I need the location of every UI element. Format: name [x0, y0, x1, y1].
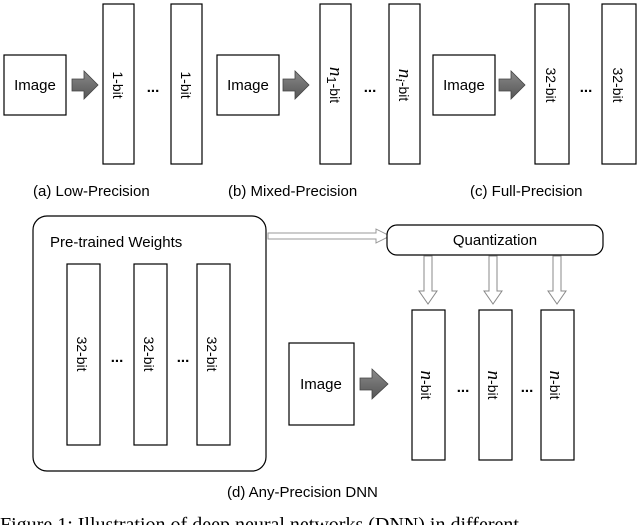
quantization-box [386, 224, 604, 256]
panel-a-caption: (a) Low-Precision [33, 183, 150, 200]
figure-caption: Figure 1: Illustration of deep neural ne… [0, 514, 519, 525]
quant-layer-2-label: n-bit [483, 371, 504, 400]
weight-layer-2-label: 32-bit [141, 336, 157, 371]
weight-ellipsis-2: ... [177, 349, 190, 366]
panel-a-low-precision: Image 1-bit ... 1-bit (a) Low-Precision [3, 3, 203, 200]
quant-layer-2 [478, 309, 513, 461]
panel-c-image-box [432, 54, 496, 116]
quant-layer-1-label: n-bit [416, 371, 437, 400]
quant-down-arrow-2-icon [483, 255, 503, 305]
panel-b-layer-last-label: ni-bit [393, 69, 415, 102]
panel-a-layer-first [102, 3, 135, 165]
panel-c-layer-last-label: 32-bit [610, 67, 626, 102]
panel-a-ellipsis: ... [147, 79, 160, 96]
panel-c-caption: (c) Full-Precision [470, 183, 583, 200]
quant-down-arrow-3-icon [547, 255, 567, 305]
panel-d-caption: (d) Any-Precision DNN [227, 484, 378, 501]
panel-a-layer-last [170, 3, 203, 165]
quant-layer-3-label: n-bit [545, 371, 566, 400]
panel-a-layer-last-label: 1-bit [178, 71, 194, 98]
panel-c-layer-first [534, 3, 570, 165]
panel-a-image-label: Image [14, 77, 56, 94]
panel-c-ellipsis: ... [580, 79, 593, 96]
panel-d-image-box [288, 342, 355, 426]
pretrained-weights-title: Pre-trained Weights [50, 234, 182, 251]
panel-b-image-box [216, 54, 280, 116]
panel-c-layer-last [601, 3, 637, 165]
panel-b-layer-last [388, 3, 421, 165]
panel-d-arrow-icon [359, 368, 389, 400]
panel-a-layer-first-label: 1-bit [110, 71, 126, 98]
weight-layer-2 [133, 263, 168, 446]
weight-layer-1 [66, 263, 101, 446]
weight-layer-3 [196, 263, 231, 446]
panel-b-mixed-precision: Image n1-bit ... ni-bit (b) Mixed-Precis… [216, 3, 421, 200]
quant-layer-1 [411, 309, 446, 461]
panel-d-image-label: Image [300, 376, 342, 393]
panel-b-layer-first-label: n1-bit [324, 67, 346, 103]
panel-b-layer-first [319, 3, 352, 165]
panel-b-ellipsis: ... [364, 79, 377, 96]
weight-layer-3-label: 32-bit [204, 336, 220, 371]
panel-c-image-label: Image [443, 77, 485, 94]
panel-b-image-label: Image [227, 77, 269, 94]
panel-a-arrow-icon [71, 70, 99, 100]
panel-c-layer-first-label: 32-bit [543, 67, 559, 102]
weight-ellipsis-1: ... [111, 349, 124, 366]
weight-layer-1-label: 32-bit [74, 336, 90, 371]
quant-layer-3 [540, 309, 575, 461]
quant-ellipsis-2: ... [521, 379, 534, 396]
panel-d-any-precision: Pre-trained Weights 32-bit ... 32-bit ..… [32, 215, 604, 501]
quant-down-arrow-1-icon [418, 255, 438, 305]
quantization-label: Quantization [453, 232, 537, 249]
panel-b-caption: (b) Mixed-Precision [228, 183, 357, 200]
panel-b-arrow-icon [282, 70, 310, 100]
panel-a-image-box [3, 54, 67, 116]
panel-c-arrow-icon [498, 70, 526, 100]
weights-to-quantization-arrow-icon [267, 228, 392, 244]
quant-ellipsis-1: ... [457, 379, 470, 396]
panel-c-full-precision: Image 32-bit ... 32-bit (c) Full-Precisi… [432, 3, 637, 200]
